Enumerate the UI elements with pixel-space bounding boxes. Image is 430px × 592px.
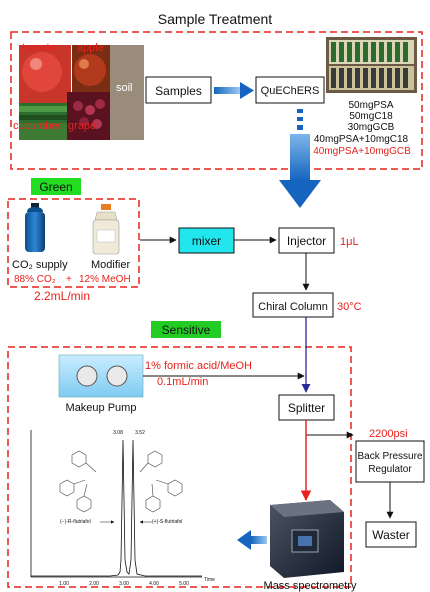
samples-to-quechers-arrow (214, 82, 254, 99)
bpr-box (355, 440, 425, 483)
splitter-box (278, 394, 335, 421)
makeup-pump-icon (58, 354, 144, 398)
splitter-label: Splitter (288, 401, 325, 415)
cucumber-label: cucumber (13, 120, 62, 132)
green-badge (31, 178, 81, 195)
quechers-option: 40mgPSA+10mgC18 (314, 134, 409, 145)
chromatogram: 3.08 3.52 (−)-R-flutriafol (+)-S-flutria… (30, 430, 215, 587)
co2-supply-label: CO₂ supply (12, 259, 68, 271)
column-temperature: 30°C (337, 301, 362, 313)
mass-spec-label: Mass spectrometry (264, 580, 357, 592)
makeup-pump-label: Makeup Pump (66, 402, 137, 414)
x-tick-label: 1.00 (59, 581, 69, 587)
co2-ratio: 88% CO₂ (14, 274, 56, 285)
modifier-bottle-icon (92, 204, 120, 255)
chiral-column-box (252, 292, 334, 318)
quechers-option: 50mgPSA (348, 100, 393, 111)
x-tick-label: 3.00 (119, 581, 129, 587)
molecule-left-icon (59, 450, 97, 513)
quechers-option: 50mgC18 (349, 111, 393, 122)
apple-label: apple (77, 42, 104, 54)
mobile-phase-flow: 2.2mL/min (34, 289, 90, 303)
grape-photo (67, 92, 110, 140)
ratio-plus: + (66, 274, 72, 285)
waster-box (365, 521, 417, 548)
quechers-selected-option: 40mgPSA+10mgGCB (313, 146, 411, 157)
quechers-option: 30mgGCB (348, 122, 395, 133)
enantiomer-right-label: (+)-S-flutriafol (152, 519, 182, 525)
sensitive-region (7, 346, 352, 588)
bpr-label-line2: Regulator (368, 464, 412, 475)
molecule-right-icon (139, 450, 183, 513)
mixer-label: mixer (192, 234, 221, 248)
chiral-column-label: Chiral Column (258, 301, 328, 313)
waster-label: Waster (372, 528, 410, 542)
chromatogram-trace (31, 439, 202, 577)
makeup-solvent: 1% formic acid/MeOH (145, 360, 252, 372)
sample-treatment-region (10, 31, 423, 170)
sample-photos (19, 45, 144, 140)
x-axis-label: Time (204, 577, 215, 583)
diagram-title: Sample Treatment (158, 11, 272, 27)
injection-volume: 1μL (340, 236, 359, 248)
sensitive-badge-label: Sensitive (162, 323, 211, 337)
samples-box (145, 76, 212, 104)
x-tick-label: 2.00 (89, 581, 99, 587)
x-tick-label: 4.00 (149, 581, 159, 587)
co2-cylinder-icon (25, 203, 45, 252)
vial-rack-photo (326, 37, 417, 93)
ms-to-chromatogram-arrow (237, 530, 267, 550)
tomato-label: tomato (22, 42, 56, 54)
injector-label: Injector (287, 234, 326, 248)
modifier-label: Modifier (91, 259, 130, 271)
sensitive-badge (151, 321, 221, 338)
peak-label-2: 3.52 (135, 430, 145, 436)
bpr-pressure: 2200psi (369, 428, 408, 440)
mixer-box (178, 227, 235, 254)
grape-label: grape (68, 120, 96, 132)
mass-spectrometer-icon (270, 500, 344, 578)
quechers-box (255, 76, 325, 104)
meoh-ratio: 12% MeOH (79, 274, 131, 285)
peak-label-1: 3.08 (113, 430, 123, 436)
x-tick-label: 5.00 (179, 581, 189, 587)
soil-label: soil (116, 82, 133, 94)
bpr-label-line1: Back Pressure (357, 451, 422, 462)
green-badge-label: Green (39, 180, 72, 194)
enantiomer-left-label: (−)-R-flutriafol (60, 519, 91, 525)
makeup-flow: 0.1mL/min (157, 376, 208, 388)
quechers-box-label: QuEChERS (261, 85, 320, 97)
quechers-to-injector-arrow (279, 109, 321, 208)
samples-box-label: Samples (155, 84, 202, 98)
